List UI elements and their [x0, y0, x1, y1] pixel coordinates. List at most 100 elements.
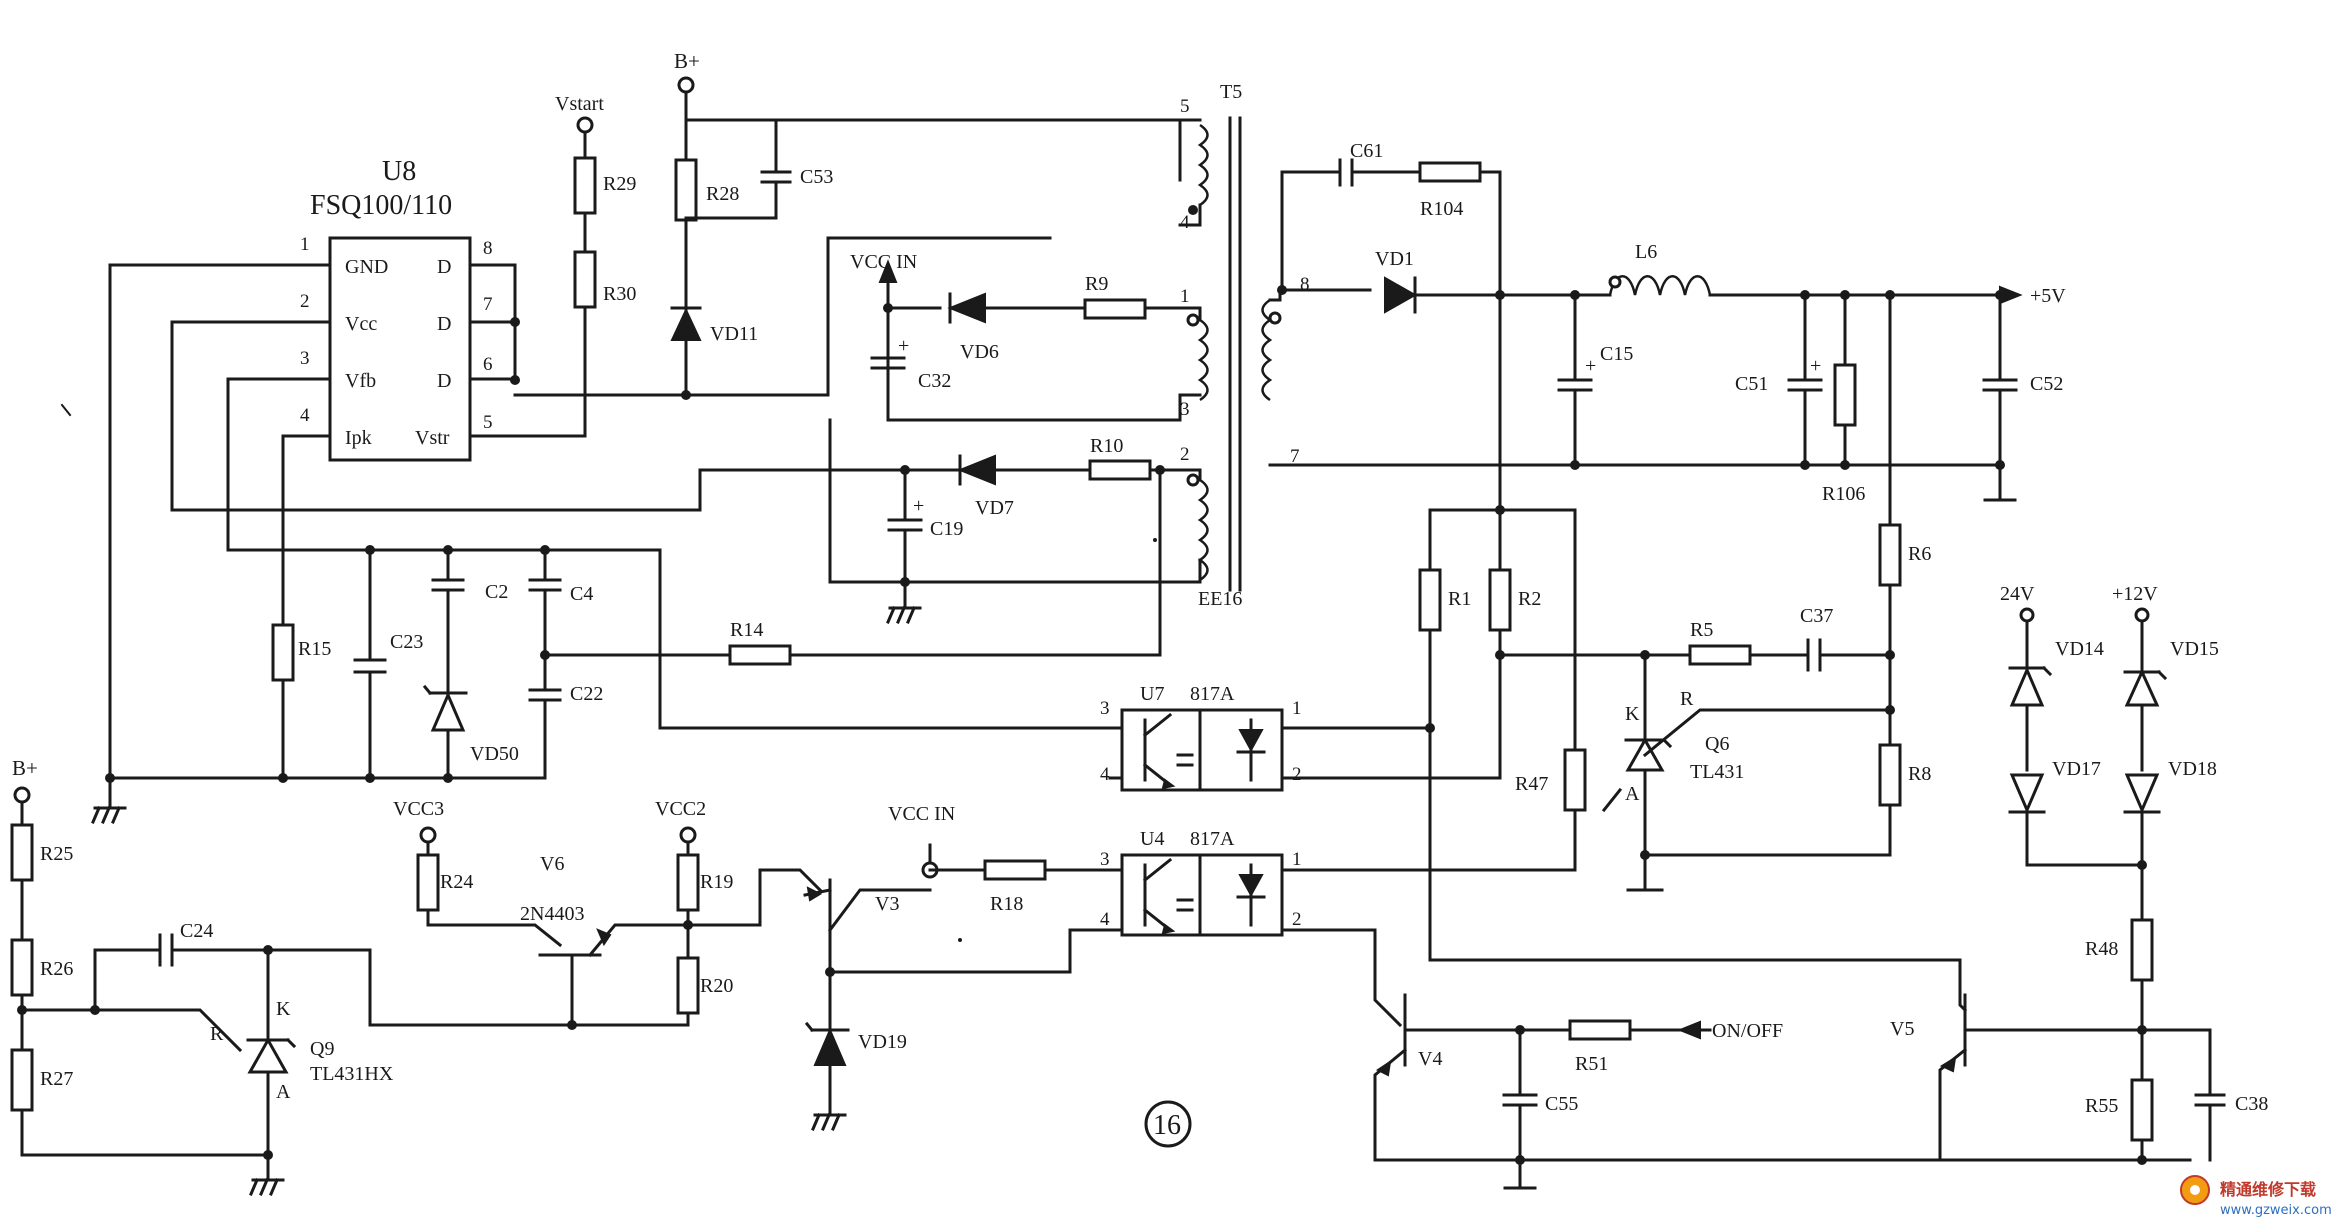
u4-label: U4 [1140, 828, 1164, 850]
r104-label: R104 [1420, 198, 1463, 220]
c55-label: C55 [1545, 1093, 1578, 1115]
pin-d7-label: D [437, 313, 451, 335]
label-24v: 24V [2000, 583, 2035, 605]
t5-pin3: 3 [1180, 399, 1190, 420]
vd11-label: VD11 [710, 323, 758, 345]
u8-ref: U8 [382, 156, 416, 187]
r48-label: R48 [2085, 938, 2118, 960]
plus5v-label: +5V [2030, 285, 2066, 307]
pin-num: 1 [1292, 698, 1302, 719]
t5-pin4: 4 [1180, 212, 1190, 233]
transistor-v3: V3 [803, 878, 932, 1032]
r1-label: R1 [1448, 588, 1471, 610]
pin-num: 4 [1100, 764, 1110, 785]
pin-vstr-label: Vstr [415, 427, 450, 449]
r29-label: R29 [603, 173, 636, 195]
pin-ipk-label: Ipk [345, 427, 372, 449]
vd6-label: VD6 [960, 341, 999, 363]
q6-a: A [1625, 783, 1640, 805]
q9-r: R [210, 1023, 224, 1045]
c2-label: C2 [485, 581, 508, 603]
vd1-label: VD1 [1375, 248, 1414, 270]
c37-label: C37 [1800, 605, 1833, 627]
v4-label: V4 [1418, 1048, 1442, 1070]
r15-label: R15 [298, 638, 331, 660]
pin-vfb-label: Vfb [345, 370, 376, 392]
c15-plus: + [1585, 355, 1596, 377]
c15-label: C15 [1600, 343, 1633, 365]
r18-label: R18 [990, 893, 1023, 915]
pin-d8-label: D [437, 256, 451, 278]
c32-label: C32 [918, 370, 951, 392]
v6-label: V6 [540, 853, 564, 875]
pin-num: 3 [1100, 849, 1110, 870]
r19-label: R19 [700, 871, 733, 893]
vd50-label: VD50 [470, 743, 519, 765]
r47-label: R47 [1515, 773, 1548, 795]
pin-num: 8 [483, 238, 493, 259]
bplus-low-label: B+ [12, 756, 38, 780]
r20-label: R20 [700, 975, 733, 997]
pin-vcc-label: Vcc [345, 313, 377, 335]
t5-pin5: 5 [1180, 96, 1190, 117]
pin-num: 2 [300, 291, 310, 312]
r51-label: R51 [1575, 1053, 1608, 1075]
pin-gnd-label: GND [345, 256, 388, 278]
pin-num: 4 [1100, 909, 1110, 930]
q6-k: K [1625, 703, 1640, 725]
watermark-cn: 精通维修下载 [2220, 1180, 2316, 1199]
figure-number-circle [1144, 1100, 1192, 1148]
vd14-label: VD14 [2055, 638, 2104, 660]
u7-label: U7 [1140, 683, 1164, 705]
onoff-label: ON/OFF [1712, 1020, 1783, 1042]
q9-a: A [276, 1081, 291, 1103]
r14-label: R14 [730, 619, 763, 641]
c32-plus: + [898, 335, 909, 357]
c19-label: C19 [930, 518, 963, 540]
c24-label: C24 [180, 920, 213, 942]
pin-num: 1 [300, 234, 310, 255]
pin-num: 3 [1100, 698, 1110, 719]
vd15-label: VD15 [2170, 638, 2219, 660]
u7-type: 817A [1190, 683, 1235, 705]
v5-label: V5 [1890, 1018, 1914, 1040]
q6-ref: Q6 [1705, 733, 1729, 755]
pin-num: 2 [1292, 909, 1302, 930]
transistor-v5: V5 [1890, 958, 1968, 1162]
r6-label: R6 [1908, 543, 1931, 565]
vd18-label: VD18 [2168, 758, 2217, 780]
u4-type: 817A [1190, 828, 1235, 850]
r26-label: R26 [40, 958, 73, 980]
u8-part: FSQ100/110 [310, 190, 452, 221]
vcc-in-label-2: VCC IN [888, 803, 955, 825]
pin-num: 7 [483, 294, 493, 315]
r30-label: R30 [603, 283, 636, 305]
bplus-top-label: B+ [674, 49, 700, 73]
opto-u7: U7 817A 3 4 1 2 [1100, 683, 1302, 792]
t5-pin2: 2 [1180, 444, 1190, 465]
c19-plus: + [913, 495, 924, 517]
pin-d6-label: D [437, 370, 451, 392]
l6-label: L6 [1635, 241, 1657, 263]
vstart-label: Vstart [555, 93, 604, 115]
c51-label: C51 [1735, 373, 1768, 395]
r24-label: R24 [440, 871, 473, 893]
r9-label: R9 [1085, 273, 1108, 295]
ic-u8: U8 FSQ100/110 GND Vcc Vfb Ipk D D D Vstr… [288, 156, 587, 462]
ee16-label: EE16 [1198, 588, 1242, 610]
r10-label: R10 [1090, 435, 1123, 457]
t5-label: T5 [1220, 81, 1242, 103]
watermark: 精通维修下载 www.gzweix.com [2180, 1175, 2332, 1218]
transformer-t5: T5 EE16 5 4 1 3 2 8 7 [1178, 81, 1310, 610]
q6-r: R [1680, 688, 1694, 710]
r5-label: R5 [1690, 619, 1713, 641]
pin-num: 6 [483, 354, 493, 375]
q6-tl431: K R A Q6 TL431 [1601, 653, 1892, 892]
r106-label: R106 [1822, 483, 1865, 505]
q9-part: TL431HX [310, 1063, 394, 1085]
r25-label: R25 [40, 843, 73, 865]
pin-num: 5 [483, 412, 493, 433]
v6-part: 2N4403 [520, 903, 584, 925]
transistor-v6: V6 2N4403 [520, 853, 690, 1027]
c22-label: C22 [570, 683, 603, 705]
